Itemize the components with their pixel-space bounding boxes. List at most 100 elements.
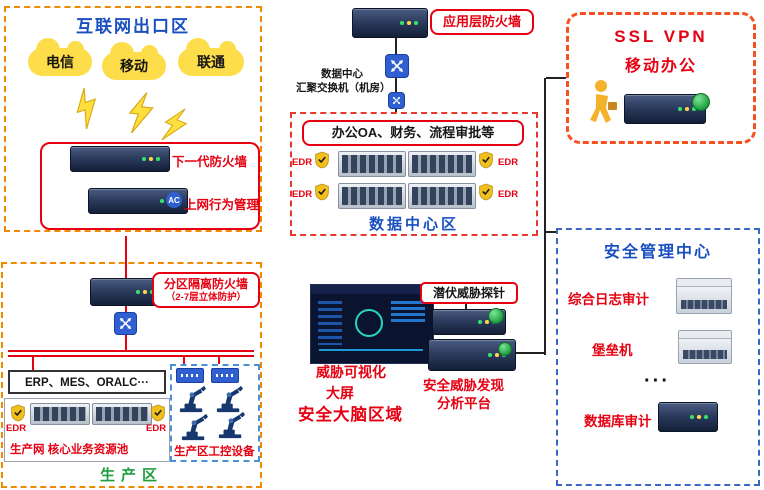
edge-security-group-frame xyxy=(40,142,260,230)
log-audit-server-icon xyxy=(676,278,732,314)
connector-line-red xyxy=(32,357,34,370)
cloud-isp-telecom: 电信 xyxy=(28,38,92,76)
robot-arm-icon xyxy=(216,411,246,439)
lightning-icon xyxy=(68,85,105,131)
business-systems-label: ERP、MES、ORALC··· xyxy=(25,377,149,389)
connector-line xyxy=(544,78,546,355)
edr-label: EDR xyxy=(6,423,27,434)
robot-arm-icon xyxy=(214,385,244,413)
globe-icon xyxy=(692,93,710,111)
dashboard-graphic xyxy=(391,301,425,323)
dashboard-graphic xyxy=(319,349,423,351)
production-switch-icon xyxy=(114,312,137,335)
globe-icon xyxy=(498,342,512,356)
globe-icon xyxy=(488,308,504,324)
platform-label-line1: 安全威胁发现 xyxy=(423,378,504,393)
dashboard-graphic xyxy=(355,309,383,337)
sslvpn-zone-border xyxy=(566,12,756,144)
next-gen-firewall-label: 下一代防火墙 xyxy=(172,155,248,169)
edr-label: EDR xyxy=(498,157,519,168)
internet-zone-border xyxy=(4,6,262,232)
datacenter-zone-title: 数据中心区 xyxy=(368,216,459,233)
edr-label: EDR xyxy=(292,189,313,200)
probe-label: 潜伏威胁探针 xyxy=(432,285,505,300)
screen-label-line1: 威胁可视化 xyxy=(316,364,386,380)
behavior-mgmt-label: 上网行为管理 xyxy=(184,198,260,212)
probe-label-box: 潜伏威胁探针 xyxy=(420,282,518,304)
db-audit-label: 数据库审计 xyxy=(584,414,652,429)
connector-line-red xyxy=(218,357,220,368)
threat-dashboard-screen xyxy=(310,284,434,364)
dashboard-graphic xyxy=(318,301,342,345)
switch-label-line1: 数据中心 xyxy=(321,68,363,80)
connector-line xyxy=(546,231,556,233)
cloud-label: 移动 xyxy=(120,58,148,74)
edr-shield-icon xyxy=(314,151,330,169)
switch-label-line2: 汇聚交换机（机房） xyxy=(296,82,391,95)
db-audit-device-icon xyxy=(658,402,718,432)
edr-label: EDR xyxy=(146,423,167,434)
log-audit-label: 综合日志审计 xyxy=(568,292,649,307)
security-mgmt-title: 安全管理中心 xyxy=(603,244,712,261)
apps-box: 办公OA、财务、流程审批等 xyxy=(302,120,524,146)
app-firewall-label: 应用层防火墙 xyxy=(442,13,521,29)
isolation-firewall-label-line1: 分区隔离防火墙 xyxy=(163,276,248,291)
cloud-label: 电信 xyxy=(46,54,74,70)
production-zone-title: 生产区 xyxy=(99,467,163,484)
screen-label-line2: 大屏 xyxy=(326,385,354,401)
edr-shield-icon xyxy=(478,183,494,201)
isolation-firewall-device xyxy=(90,278,164,306)
robot-arm-icon xyxy=(177,385,207,413)
mobile-user-icon xyxy=(584,78,620,126)
datacenter-zone-border xyxy=(290,112,538,236)
production-zone-border xyxy=(1,262,262,488)
connector-line-red xyxy=(183,357,185,368)
isolation-firewall-label-box: 分区隔离防火墙 （2-7层立体防护） xyxy=(152,272,260,308)
edr-label: EDR xyxy=(498,189,519,200)
lightning-icon xyxy=(158,103,193,146)
connector-line xyxy=(546,77,566,79)
connector-line xyxy=(465,304,467,310)
edr-shield-icon xyxy=(478,151,494,169)
server-rack xyxy=(338,151,406,177)
bastion-host-server-icon xyxy=(678,330,732,364)
access-switch-icon xyxy=(388,92,405,109)
next-gen-firewall-device xyxy=(70,146,170,172)
switch-label: 数据中心 汇聚交换机（机房） xyxy=(296,67,391,95)
security-mgmt-zone-border xyxy=(556,228,760,486)
cloud-label: 联通 xyxy=(197,54,225,70)
security-brain-zone-title: 安全大脑区域 xyxy=(298,406,403,424)
cloud-isp-mobile: 移动 xyxy=(102,42,166,80)
resource-pool-label: 生产网 核心业务资源池 xyxy=(10,444,129,456)
robot-arm-icon xyxy=(179,413,209,441)
bus-line-red xyxy=(8,355,254,357)
core-switch-icon xyxy=(385,54,409,78)
server-rack xyxy=(338,183,406,209)
server-rack xyxy=(30,403,90,425)
edr-label: EDR xyxy=(292,157,313,168)
platform-label-line2: 分析平台 xyxy=(437,396,491,411)
sslvpn-title-line2: 移动办公 xyxy=(624,58,697,75)
server-rack xyxy=(92,403,152,425)
edr-shield-icon xyxy=(10,404,26,422)
connector-line xyxy=(514,352,544,354)
app-firewall-label-box: 应用层防火墙 xyxy=(430,9,534,35)
bastion-host-label: 堡垒机 xyxy=(592,343,633,358)
dashboard-graphic xyxy=(311,285,433,294)
cloud-isp-unicom: 联通 xyxy=(178,38,244,76)
apps-box-label: 办公OA、财务、流程审批等 xyxy=(331,124,495,140)
lightning-icon xyxy=(126,91,156,135)
edr-shield-icon xyxy=(150,404,166,422)
app-firewall-device xyxy=(352,8,428,38)
server-rack xyxy=(408,183,476,209)
isolation-firewall-label-line2: （2-7层立体防护） xyxy=(165,291,247,303)
ot-switch-icon xyxy=(211,368,239,383)
bus-line-red xyxy=(8,350,254,352)
ellipsis-label: ··· xyxy=(644,370,670,392)
ac-badge: AC xyxy=(166,192,182,208)
edr-shield-icon xyxy=(314,183,330,201)
ot-equipment-label: 生产区工控设备 xyxy=(173,443,256,459)
ot-switch-icon xyxy=(176,368,204,383)
internet-zone-title: 互联网出口区 xyxy=(76,17,190,36)
